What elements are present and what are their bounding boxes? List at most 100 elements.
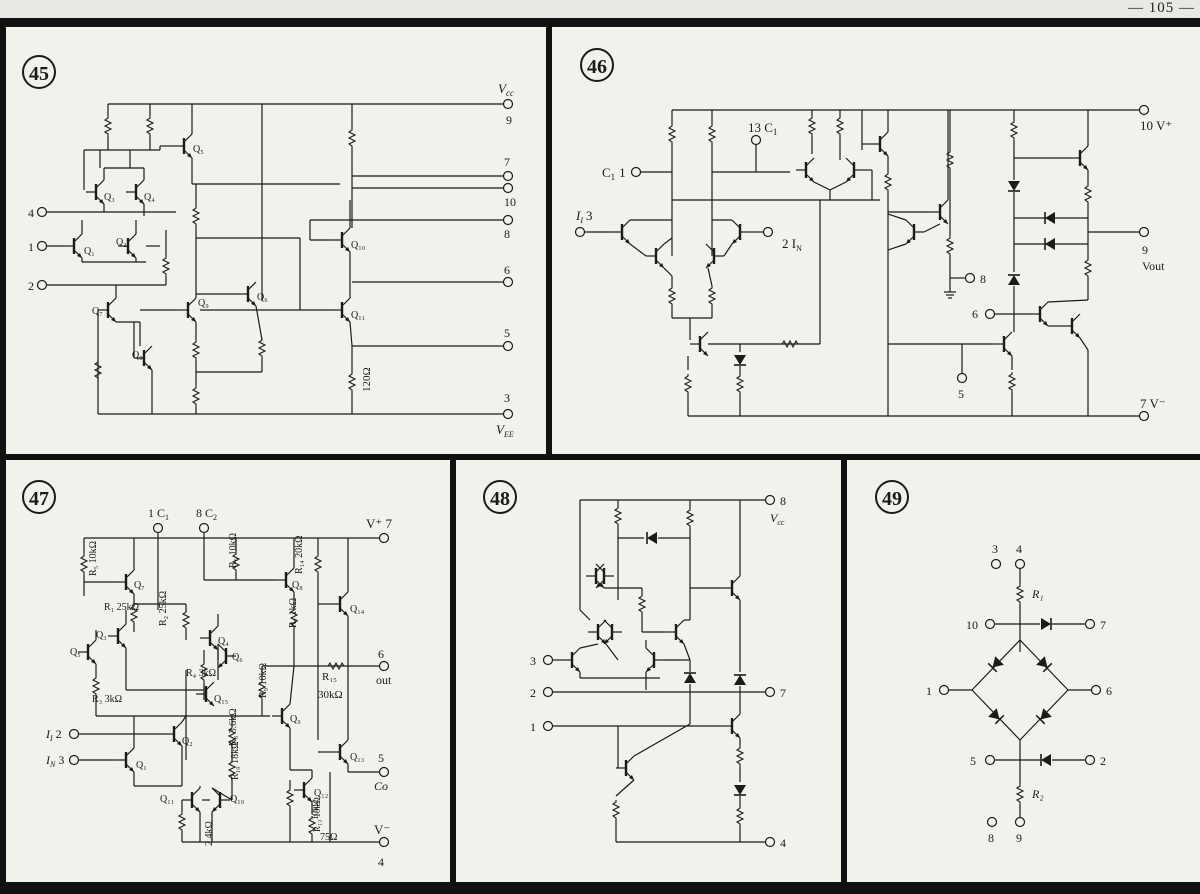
svg-text:2: 2 <box>28 279 34 293</box>
circuit-49: 49 3 4 R₁ 10 7 1 6 5 <box>875 480 1112 845</box>
svg-text:2.4kΩ: 2.4kΩ <box>204 821 215 846</box>
svg-text:2 IN: 2 IN <box>782 236 802 253</box>
svg-text:Q₂: Q₂ <box>182 736 193 747</box>
svg-text:10kΩ: 10kΩ <box>310 800 320 821</box>
page-number: — 105 — <box>1128 0 1195 16</box>
svg-text:4: 4 <box>378 855 384 869</box>
svg-text:Q₇: Q₇ <box>92 306 103 317</box>
svg-text:Q₅: Q₅ <box>70 647 81 658</box>
svg-text:R₁₃ 10kΩ: R₁₃ 10kΩ <box>312 797 322 832</box>
svg-text:Vcc: Vcc <box>498 81 514 98</box>
svg-text:R₂: R₂ <box>1031 787 1044 801</box>
svg-text:7: 7 <box>780 686 786 700</box>
svg-text:Q₅: Q₅ <box>193 144 204 155</box>
svg-text:II3: II3 <box>575 208 593 225</box>
svg-text:1: 1 <box>926 684 932 698</box>
svg-text:1 C1: 1 C1 <box>148 506 169 522</box>
svg-text:Q₃: Q₃ <box>96 630 107 641</box>
svg-text:8: 8 <box>988 831 994 845</box>
svg-text:8: 8 <box>980 272 986 286</box>
svg-text:II2: II2 <box>45 727 62 743</box>
svg-text:Q₈: Q₈ <box>292 580 303 591</box>
svg-text:Q₄: Q₄ <box>144 192 155 203</box>
panel-number-46: 46 <box>587 56 607 78</box>
svg-text:V⁻: V⁻ <box>374 822 390 837</box>
svg-text:4: 4 <box>780 836 786 850</box>
svg-text:7 V⁻: 7 V⁻ <box>1140 396 1166 411</box>
svg-text:Q₂: Q₂ <box>116 237 127 248</box>
svg-text:8 C2: 8 C2 <box>196 506 217 522</box>
panel-46 <box>552 27 1200 454</box>
panel-49 <box>847 460 1200 882</box>
svg-text:Co: Co <box>374 779 388 793</box>
svg-text:R₁ 25kΩ: R₁ 25kΩ <box>104 602 139 613</box>
svg-text:R₁₅: R₁₅ <box>322 671 337 683</box>
svg-text:6: 6 <box>972 307 978 321</box>
svg-text:Q₆: Q₆ <box>232 652 243 663</box>
svg-text:Q₁₂: Q₁₂ <box>314 788 328 799</box>
svg-text:4: 4 <box>1016 542 1022 556</box>
svg-text:9: 9 <box>1016 831 1022 845</box>
panel-number-49: 49 <box>882 488 902 510</box>
svg-text:Q₁: Q₁ <box>136 760 147 771</box>
svg-text:Q₁₀: Q₁₀ <box>230 794 245 805</box>
circuit-45: 45 Vcc 9 3 VEE 7 10 8 6 5 4 1 2 <box>22 55 516 439</box>
svg-text:R₂ 25kΩ: R₂ 25kΩ <box>158 591 169 626</box>
svg-text:R₁₄ 20kΩ: R₁₄ 20kΩ <box>294 535 305 574</box>
svg-text:Q₁₀: Q₁₀ <box>351 240 366 251</box>
svg-text:9: 9 <box>506 113 512 127</box>
svg-text:R₃ 3kΩ: R₃ 3kΩ <box>92 694 122 705</box>
svg-text:Q₁₅: Q₁₅ <box>214 694 228 705</box>
svg-text:2: 2 <box>1100 754 1106 768</box>
svg-text:6: 6 <box>1106 684 1112 698</box>
svg-text:Q₉: Q₉ <box>198 298 209 309</box>
svg-text:Q₇: Q₇ <box>134 580 145 591</box>
svg-text:Q₁₄: Q₁₄ <box>350 604 365 615</box>
svg-text:Q₉: Q₉ <box>290 714 301 725</box>
svg-text:IN3: IN3 <box>45 753 64 769</box>
svg-text:Q₃: Q₃ <box>104 192 115 203</box>
svg-text:30kΩ: 30kΩ <box>318 689 343 701</box>
svg-text:10 V⁺: 10 V⁺ <box>1140 118 1172 133</box>
circuit-47: 47 V⁺ 7 V⁻ 4 1 C1 8 C2 R₅ 10kΩ Q₇ R₁ 25k… <box>22 480 393 869</box>
svg-text:Q₄: Q₄ <box>218 636 229 647</box>
svg-text:Q₈: Q₈ <box>132 350 143 361</box>
svg-text:75Ω: 75Ω <box>320 832 337 843</box>
panel-47 <box>6 460 450 882</box>
svg-text:3: 3 <box>992 542 998 556</box>
svg-text:3: 3 <box>504 391 510 405</box>
svg-text:C11: C11 <box>602 165 626 182</box>
panel-number-47: 47 <box>29 488 49 510</box>
svg-text:4: 4 <box>28 206 34 220</box>
svg-text:Q₆: Q₆ <box>257 292 268 303</box>
svg-text:13 C1: 13 C1 <box>748 120 777 137</box>
svg-text:5: 5 <box>958 387 964 401</box>
svg-text:6: 6 <box>378 647 384 661</box>
svg-text:Vcc: Vcc <box>770 511 785 527</box>
svg-text:Q₁₁: Q₁₁ <box>160 794 174 805</box>
svg-text:R₇ 1kΩ: R₇ 1kΩ <box>288 598 299 628</box>
svg-text:5: 5 <box>970 754 976 768</box>
svg-text:Q₁₁: Q₁₁ <box>351 310 365 321</box>
svg-text:R₉ 10kΩ: R₉ 10kΩ <box>258 663 269 698</box>
panel-number-45: 45 <box>29 63 49 85</box>
svg-text:1: 1 <box>530 720 536 734</box>
svg-text:R₆ 10kΩ: R₆ 10kΩ <box>228 533 239 568</box>
svg-text:Q₁₃: Q₁₃ <box>350 752 364 763</box>
panel-number-48: 48 <box>490 488 510 510</box>
svg-text:10: 10 <box>966 618 978 632</box>
svg-text:7: 7 <box>1100 618 1106 632</box>
svg-text:3: 3 <box>530 654 536 668</box>
svg-text:9: 9 <box>1142 243 1148 257</box>
svg-text:120Ω: 120Ω <box>361 367 373 392</box>
svg-text:R₁: R₁ <box>1031 587 1044 601</box>
svg-text:6: 6 <box>504 263 510 277</box>
svg-text:8: 8 <box>504 227 510 241</box>
panel-45 <box>6 27 546 454</box>
svg-text:R₈ 3.6kΩ: R₈ 3.6kΩ <box>228 708 239 746</box>
svg-text:5: 5 <box>378 751 384 765</box>
svg-text:R₄ 3kΩ: R₄ 3kΩ <box>186 668 216 679</box>
svg-text:1: 1 <box>28 240 34 254</box>
